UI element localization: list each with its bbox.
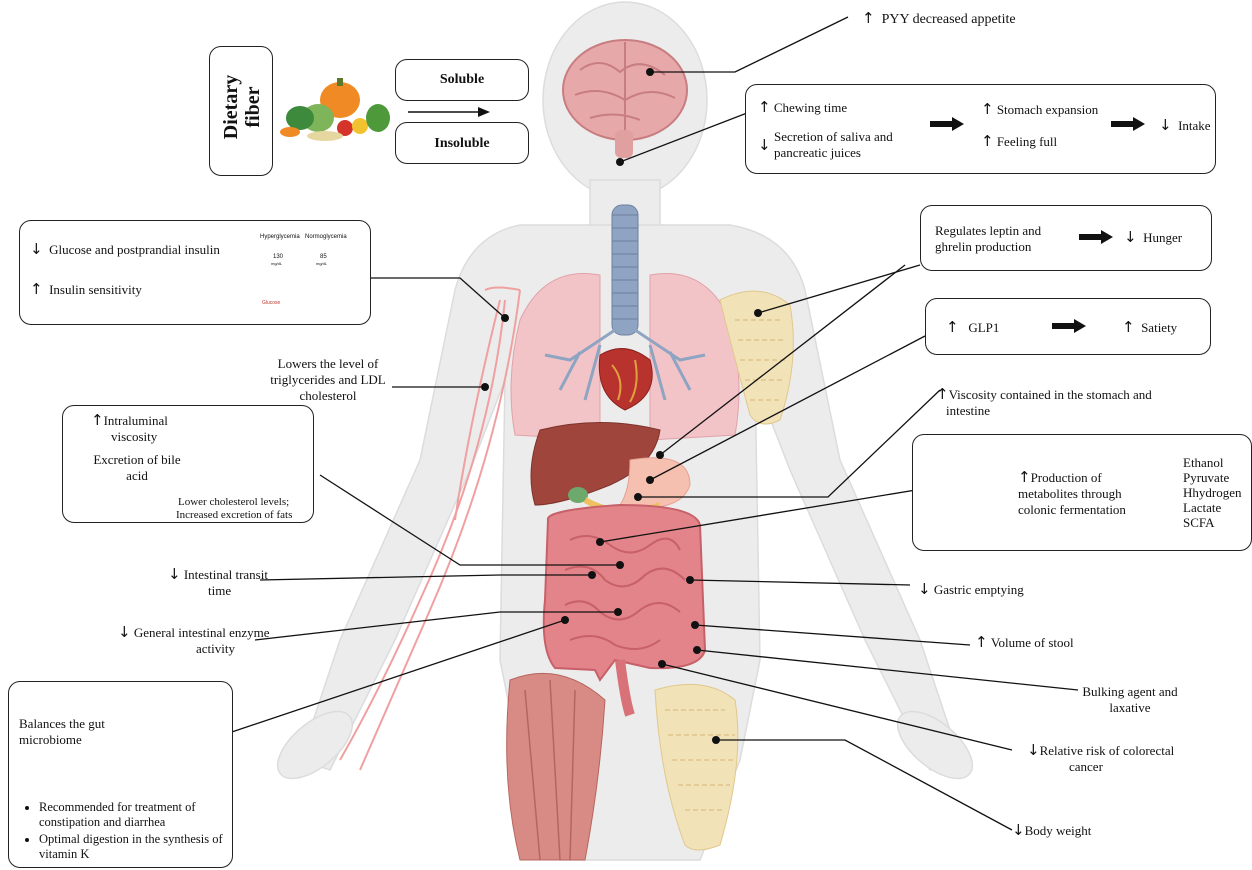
thigh-muscle xyxy=(507,673,605,860)
up-arrow-icon: ↑ xyxy=(1122,318,1135,336)
colorectal-text: ↓Relative risk of colorectal cancer xyxy=(1027,742,1174,775)
arrow-icon xyxy=(930,117,964,131)
bile-box: ↑Intraluminal viscosity Excretion of bil… xyxy=(62,405,314,523)
glucose-box: ↓ Glucose and postprandial insulin ↑ Ins… xyxy=(19,220,371,325)
up-arrow-icon: ↑ xyxy=(862,9,875,27)
metabolite-item: Hhydrogen xyxy=(1183,485,1242,500)
metabolite-item: Pyruvate xyxy=(1183,470,1229,485)
meter-unit-normo: mg/dL xyxy=(316,261,327,266)
down-arrow-icon: ↓ xyxy=(758,137,771,153)
up-arrow-icon: ↑ xyxy=(1018,468,1031,486)
viscosity-text: ↑Viscosity contained in the stomach and … xyxy=(936,386,1152,419)
up-arrow-icon: ↑ xyxy=(936,385,949,403)
insoluble-label: Insoluble xyxy=(396,136,528,152)
metabolite-item: Lactate xyxy=(1183,500,1221,515)
up-arrow-icon: ↑ xyxy=(30,280,43,298)
arrow-icon xyxy=(1052,319,1086,333)
enzyme-text: ↓ General intestinal enzyme activity xyxy=(118,624,270,657)
glp1-box: ↑ GLP1 ↑ Satiety xyxy=(925,298,1211,355)
meter-value-hyper: 130 xyxy=(273,254,283,261)
meter-unit-hyper: mg/dL xyxy=(271,261,282,266)
feeling-full: ↑ Feeling full xyxy=(981,133,1057,150)
soluble-label: Soluble xyxy=(396,72,528,88)
down-arrow-icon: ↓ xyxy=(1159,116,1172,134)
down-arrow-icon: ↓ xyxy=(118,623,131,641)
stomach-expansion: ↑ Stomach expansion xyxy=(981,101,1098,118)
trachea xyxy=(612,205,638,335)
down-arrow-icon: ↓ xyxy=(1124,228,1137,246)
metabolite-item: SCFA xyxy=(1183,515,1215,530)
chewing-time: ↑ Chewing time xyxy=(758,99,847,116)
meter-label-normo: Normoglycemia xyxy=(305,234,347,241)
insulin-sensitivity: ↑ Insulin sensitivity xyxy=(30,281,142,298)
intraluminal-viscosity: ↑Intraluminal viscosity xyxy=(91,412,168,445)
transit-text: ↓ Intestinal transit time xyxy=(168,566,268,599)
arrow-icon xyxy=(1111,117,1145,131)
microbiome-bullets: Recommended for treatment of constipatio… xyxy=(23,800,239,864)
list-item: Recommended for treatment of constipatio… xyxy=(39,800,239,830)
arrow-icon xyxy=(1079,230,1113,244)
meter-value-normo: 85 xyxy=(320,254,327,261)
up-arrow-icon: ↑ xyxy=(946,318,959,336)
down-arrow-icon: ↓ xyxy=(918,580,931,598)
intake: ↓ Intake xyxy=(1159,117,1211,134)
up-arrow-icon: ↑ xyxy=(91,411,104,429)
meter-blood-label: Glucose xyxy=(262,300,280,306)
soluble-box: Soluble xyxy=(395,59,529,101)
satiety-text: ↑ Satiety xyxy=(1122,319,1177,336)
meter-label-hyper: Hyperglycemia xyxy=(260,234,300,241)
glp1-text: ↑ GLP1 xyxy=(946,319,999,336)
down-arrow-icon: ↓ xyxy=(1012,821,1025,839)
cholesterol-fats: Lower cholesterol levels;Increased excre… xyxy=(176,496,292,522)
gastric-text: ↓ Gastric emptying xyxy=(918,581,1024,598)
up-arrow-icon: ↑ xyxy=(758,98,771,116)
list-item: Optimal digestion in the synthesis of vi… xyxy=(39,832,239,862)
hunger: ↓ Hunger xyxy=(1124,229,1182,246)
down-arrow-icon: ↓ xyxy=(168,565,181,583)
vegetables-icon xyxy=(280,78,390,141)
down-arrow-icon: ↓ xyxy=(30,240,43,258)
body-weight-text: ↓Body weight xyxy=(1012,822,1091,839)
insoluble-box: Insoluble xyxy=(395,122,529,164)
chewing-box: ↑ Chewing time ↓ Secretion of saliva and… xyxy=(745,84,1216,174)
fiber-arrow xyxy=(408,107,490,117)
glucose-text: ↓ Glucose and postprandial insulin xyxy=(30,241,220,258)
pyy-label: ↑ PYY decreased appetite xyxy=(862,10,1016,28)
up-arrow-icon: ↑ xyxy=(981,100,994,118)
stool-text: ↑ Volume of stool xyxy=(975,634,1074,651)
down-arrow-icon: ↓ xyxy=(1027,741,1040,759)
metabolite-item: Ethanol xyxy=(1183,455,1223,470)
up-arrow-icon: ↑ xyxy=(975,633,988,651)
metabolite-list: Ethanol Pyruvate Hhydrogen Lactate SCFA xyxy=(1183,455,1242,530)
up-arrow-icon: ↑ xyxy=(981,132,994,150)
